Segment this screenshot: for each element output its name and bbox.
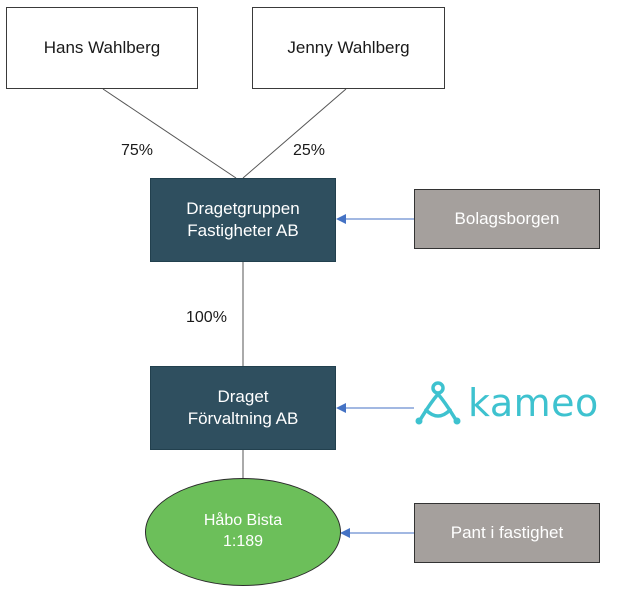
draget-label-line2: Förvaltning AB <box>187 409 299 428</box>
hans-wahlberg-box: Hans Wahlberg <box>6 7 198 89</box>
dragetgruppen-label-line2: Fastigheter AB <box>187 221 299 240</box>
pant-label: Pant i fastighet <box>450 522 564 542</box>
bolagsborgen-box: Bolagsborgen <box>414 189 600 249</box>
habo-label-line2: 1:189 <box>222 533 264 550</box>
bolagsborgen-label: Bolagsborgen <box>454 208 560 228</box>
habo-bista-ellipse: Håbo Bista 1:189 <box>145 478 341 586</box>
dragetgruppen-label-line1: Dragetgruppen <box>186 198 300 218</box>
draget-ownership-pct: 100% <box>186 309 227 326</box>
hans-ownership-pct: 75% <box>121 142 154 159</box>
kameo-logo-text: kameo <box>468 381 599 425</box>
draget-forvaltning-box: Draget Förvaltning AB <box>150 366 336 450</box>
kameo-logo-icon <box>415 381 461 425</box>
pant-i-fastighet-box: Pant i fastighet <box>414 503 600 563</box>
draget-label-line1: Draget <box>217 386 269 406</box>
dragetgruppen-box: Dragetgruppen Fastigheter AB <box>150 178 336 262</box>
hans-to-dragetgruppen-line <box>102 88 237 179</box>
jenny-wahlberg-label: Jenny Wahlberg <box>287 37 410 57</box>
kameo-logo: kameo <box>414 380 599 426</box>
hans-wahlberg-label: Hans Wahlberg <box>43 37 161 57</box>
jenny-to-dragetgruppen-line <box>242 88 347 179</box>
jenny-ownership-pct: 25% <box>293 142 326 159</box>
jenny-wahlberg-box: Jenny Wahlberg <box>252 7 445 89</box>
habo-label-line1: Håbo Bista <box>203 512 283 530</box>
